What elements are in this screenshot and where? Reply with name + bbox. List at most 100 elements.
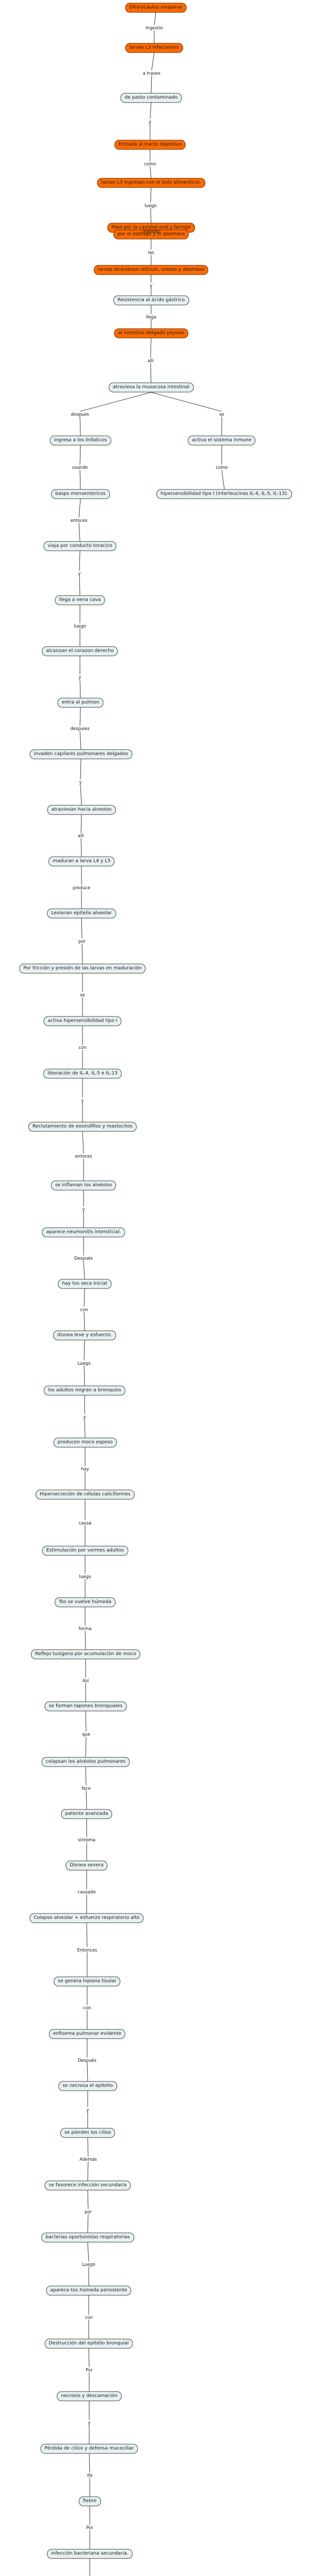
edge-label: que <box>82 1732 90 1737</box>
edge-label: y <box>83 1414 86 1419</box>
concept-node[interactable]: Ditarycaulus viviparus <box>125 3 187 13</box>
edge-label: y <box>88 2420 91 2425</box>
concept-node[interactable]: hay tos seca inicial <box>58 1279 111 1289</box>
edge-label: entoces <box>75 1154 92 1159</box>
concept-node[interactable]: producen moco espeso <box>53 1437 117 1448</box>
edge-label: y <box>150 282 153 288</box>
edge-label: causado <box>77 1889 96 1894</box>
edge-label: con <box>83 2005 91 2010</box>
edge-label: se <box>219 411 224 417</box>
concept-node[interactable]: liberación de IL-4, IL-5 e IL-13 <box>43 1069 122 1079</box>
concept-node[interactable]: necrosis y descamación <box>57 2391 122 2401</box>
concept-node[interactable]: Reclutamiento de eosinófilos y mastocito… <box>28 1122 137 1132</box>
concept-node[interactable]: se inflaman los alvéolos <box>51 1180 117 1191</box>
edge-label: como <box>144 161 156 166</box>
concept-node[interactable]: aparece tos húmeda persistente <box>46 2285 132 2296</box>
concept-node[interactable]: aparece neumonitis intersticial. <box>42 1227 125 1238</box>
edge-label: Así <box>82 1677 89 1683</box>
concept-node[interactable]: alcanzan el corazon derecho <box>42 646 118 656</box>
concept-node[interactable]: invaden capilares pulmonares delgados <box>29 749 133 759</box>
concept-node[interactable]: Colapso alveolar + esfuerzo respiratorio… <box>29 1913 144 1923</box>
edge-label: y <box>78 674 81 680</box>
concept-node[interactable]: Tos se vuelve húmeda <box>55 1597 116 1607</box>
concept-node[interactable]: atraviesan hacia alveolos <box>47 805 116 815</box>
edge-label: llega <box>145 314 157 319</box>
concept-node[interactable]: Por fricción y presión de las larvas en … <box>19 963 146 974</box>
concept-node[interactable]: activa el sistema inmune <box>188 435 256 446</box>
concept-node[interactable]: Reflejo tusígeno por acumulación de moco <box>31 1649 140 1659</box>
edge-label: causa <box>78 1520 92 1526</box>
edge-label: y <box>78 570 81 576</box>
edge-label: Después <box>77 2057 97 2063</box>
edge-label: despues <box>71 411 89 417</box>
concept-node[interactable]: se genera hipoxia tisular <box>54 1976 121 1987</box>
edge-label: con <box>85 2314 93 2320</box>
concept-node[interactable]: bacterias oportunistas respiratorias <box>41 2232 134 2243</box>
edge-label: a traves <box>142 70 161 76</box>
edge-label: despuies <box>70 726 90 731</box>
edge-label: y <box>79 779 82 785</box>
edge-label: alli <box>147 358 154 363</box>
concept-node[interactable]: Resistencia al ácido gástrico <box>113 295 189 306</box>
concept-node[interactable]: larvas L3 infectantes <box>125 43 184 53</box>
edge-label: Después <box>74 1256 93 1261</box>
edge-label: entoces <box>70 517 88 523</box>
concept-node[interactable]: al intestino delgado yeyuno <box>114 328 188 338</box>
concept-node[interactable]: infección bacteriana secundaria. <box>47 2549 133 2559</box>
concept-node[interactable]: Lesionan epitelio alveolar <box>47 908 116 919</box>
concept-node[interactable]: disnea leve y esfuerzo. <box>53 1330 116 1341</box>
edge-label: las <box>148 249 154 255</box>
concept-node[interactable]: los adultos migran a bronquios <box>43 1385 126 1396</box>
concept-node[interactable]: enfisema pulmonar evidente <box>48 2029 126 2039</box>
concept-node[interactable]: se pierden los cilios <box>60 2128 116 2138</box>
concept-node[interactable]: viaja por conducto toracico <box>43 541 117 551</box>
concept-node[interactable]: Entrada al tracto digestivo <box>114 140 186 150</box>
concept-node[interactable]: entra al pulmon <box>57 698 104 708</box>
edge-label: usando <box>72 465 88 470</box>
concept-node[interactable]: llega a vena cava <box>55 595 105 605</box>
edge-label: como <box>216 465 228 470</box>
concept-node[interactable]: se necrosa el epitelio <box>58 2081 117 2091</box>
concept-node[interactable]: atraviesa la musocosa intestinal <box>108 382 194 393</box>
edge-label: Además <box>79 2157 97 2162</box>
concept-node[interactable]: Pérdida de cilios y defensa mucociliar <box>40 2444 138 2454</box>
edge-label: luego <box>74 623 86 629</box>
edge-label: y <box>81 1097 84 1103</box>
concept-node[interactable]: se favorece infección secundaria <box>44 2180 131 2191</box>
edge-label: Tránsito <box>142 228 160 234</box>
concept-node[interactable]: hipersensibilidad tipo I (interleucinas … <box>156 489 292 499</box>
concept-node[interactable]: Estimulación por vermes adultos <box>42 1546 128 1556</box>
concept-node[interactable]: maduran a larva L4 y L5 <box>48 856 115 867</box>
edge-label: forma <box>78 1625 92 1631</box>
edge-label: luego <box>144 202 157 208</box>
edge-label: y <box>149 118 152 124</box>
edge-label: y <box>86 2107 89 2112</box>
edge-label: por <box>78 938 86 944</box>
concept-node[interactable]: larvas atraviesan retículo, omaso y abom… <box>93 265 209 275</box>
concept-node[interactable]: Hipersecreción de células caliciformes <box>35 1489 135 1500</box>
concept-node[interactable]: Disnea severa <box>65 1860 108 1871</box>
concept-node[interactable]: larvas L3 ingresan con el bolo alimentic… <box>97 178 205 188</box>
edge-label: Entonces <box>77 1947 97 1953</box>
edge-label: con <box>80 1307 88 1312</box>
edge-label: por <box>85 2209 92 2214</box>
concept-node[interactable]: de pasto contaminado <box>120 93 182 103</box>
concept-node[interactable]: fiebre <box>78 2496 101 2506</box>
concept-node[interactable]: Destrucción del epitelio bronquial <box>44 2338 133 2349</box>
concept-node[interactable]: patente avanzada <box>61 1809 112 1819</box>
edge-label: produce <box>72 885 91 890</box>
edge-label: Por <box>86 2525 93 2530</box>
concept-node[interactable]: activa hipersensibilidad tipo I <box>43 1016 122 1026</box>
edge-label: Luego <box>82 2261 95 2267</box>
edge-label: sintoma <box>78 1837 95 1842</box>
concept-node[interactable]: basps mensentericos <box>51 489 110 499</box>
concept-node[interactable]: colapsan los alvéolos pulmonares <box>41 1757 130 1767</box>
edge-label: Por <box>86 2367 93 2372</box>
edge-label: da <box>87 2472 93 2478</box>
edge-label: Luego <box>77 1360 91 1366</box>
concept-node[interactable]: ingresa a los linfaticos <box>50 435 111 446</box>
edge-label: se <box>80 992 85 997</box>
edge-label: y <box>82 1206 85 1212</box>
concept-node[interactable]: se forman tapones bronquiales <box>44 1701 127 1711</box>
